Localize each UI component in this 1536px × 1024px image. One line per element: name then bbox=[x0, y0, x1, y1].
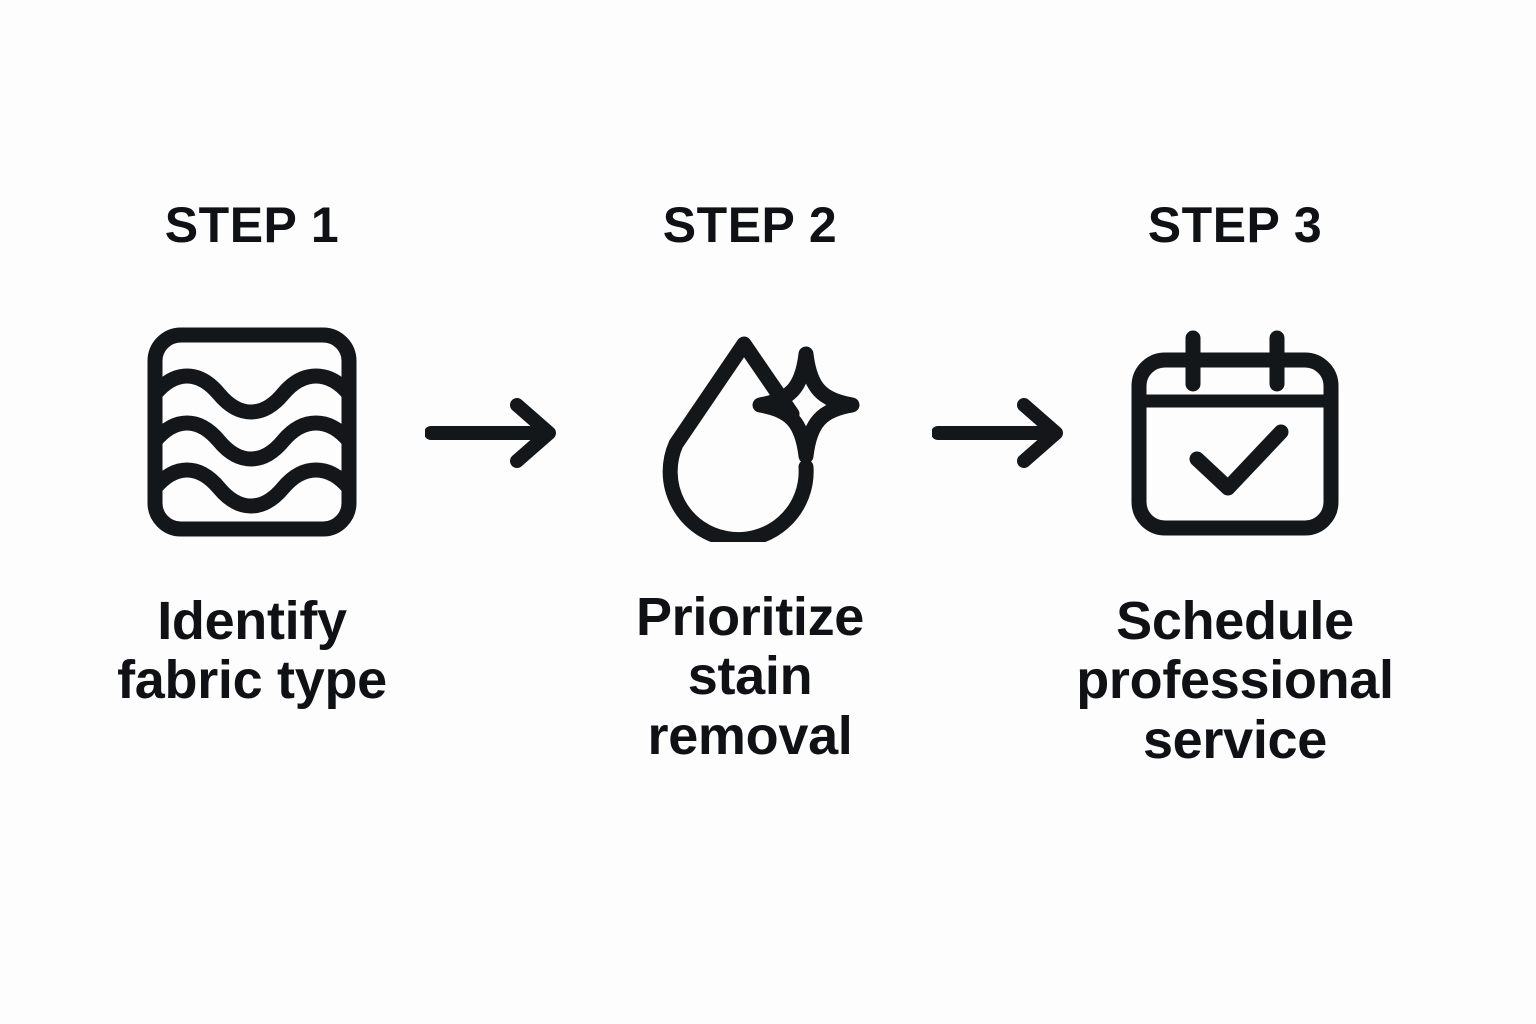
fabric-waves-icon bbox=[147, 327, 357, 537]
step-card-2: STEP 2 Prioritize stain removal bbox=[585, 200, 915, 766]
step-2-caption: Prioritize stain removal bbox=[635, 587, 865, 766]
step-card-1: STEP 1 Identify fabric type bbox=[87, 200, 417, 711]
step-card-3: STEP 3 Schedule professional service bbox=[1070, 200, 1400, 770]
step-1-caption: Identify fabric type bbox=[117, 591, 387, 711]
calendar-check-icon bbox=[1131, 330, 1339, 536]
arrow-right-icon-2 bbox=[932, 398, 1063, 468]
step-2-heading: STEP 2 bbox=[662, 197, 838, 253]
step-3-caption: Schedule professional service bbox=[1076, 591, 1394, 770]
droplet-sparkle-icon bbox=[662, 336, 860, 542]
step-3-heading: STEP 3 bbox=[1147, 197, 1323, 253]
step-1-heading: STEP 1 bbox=[164, 197, 340, 253]
arrow-right-icon-1 bbox=[425, 398, 556, 468]
